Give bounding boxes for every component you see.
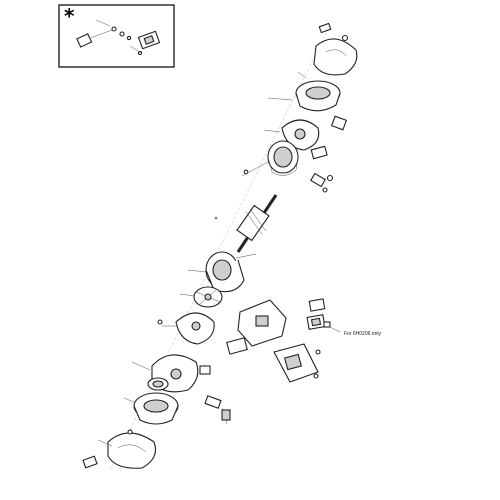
top-housing bbox=[295, 80, 341, 112]
mounting-bracket bbox=[226, 299, 287, 355]
part-number-leaders bbox=[97, 71, 307, 447]
end-shield-ring bbox=[267, 140, 299, 176]
switch-parts: For 6H0206 only bbox=[306, 298, 381, 337]
inset-marker: * bbox=[64, 4, 75, 28]
rotor-shaft bbox=[214, 194, 278, 253]
cable-clamp bbox=[204, 395, 231, 425]
washer-stack bbox=[147, 377, 169, 391]
inner-end-shield bbox=[157, 312, 215, 345]
inset-detail: * bbox=[58, 4, 175, 68]
terminal-box bbox=[273, 343, 321, 383]
top-fan-cover bbox=[313, 22, 358, 76]
stator bbox=[205, 251, 257, 293]
callout-note: For 6H0206 only bbox=[344, 331, 381, 337]
small-hardware-upper bbox=[243, 169, 334, 193]
fan-impeller bbox=[193, 286, 223, 308]
bottom-fan-guard bbox=[82, 429, 157, 469]
lower-fan-housing bbox=[133, 392, 179, 425]
inset-switch-drawing bbox=[76, 19, 161, 56]
